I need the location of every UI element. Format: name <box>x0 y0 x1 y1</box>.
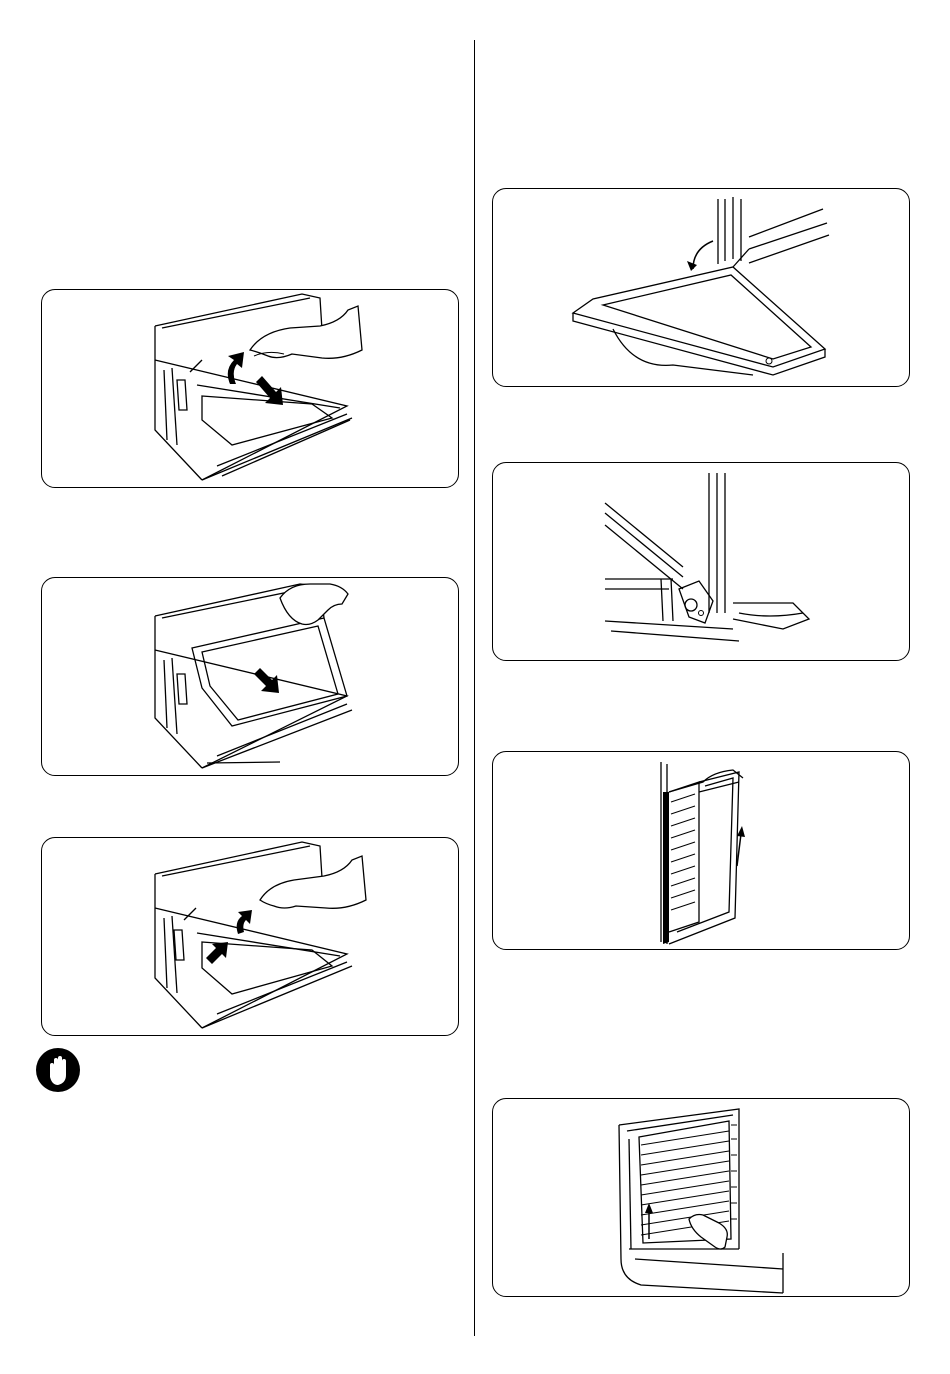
side-rack-removal-illustration <box>493 1099 909 1296</box>
door-glass-slide-illustration <box>42 578 458 775</box>
arrow-up-icon <box>737 826 745 866</box>
door-hinge-illustration <box>493 463 909 660</box>
door-glass-lift-illustration <box>42 290 458 487</box>
figure-door-lift-off <box>492 751 910 950</box>
column-divider <box>474 40 475 1336</box>
figure-door-glass-reinsert <box>41 837 459 1036</box>
figure-door-glass-slide <box>41 577 459 776</box>
hand-icon <box>280 584 348 625</box>
hand-icon <box>250 306 362 358</box>
door-glass-reinsert-illustration <box>42 838 458 1035</box>
door-lift-off-illustration <box>493 752 909 949</box>
figure-oven-door-open <box>492 188 910 387</box>
hand-icon <box>260 856 366 908</box>
hand-icon <box>689 1215 727 1250</box>
figure-door-glass-lift <box>41 289 459 488</box>
arrow-left-icon <box>206 942 228 964</box>
figure-door-hinge <box>492 462 910 661</box>
arrow-down-icon <box>254 668 279 693</box>
hinge-pin-icon <box>685 599 697 611</box>
oven-door-open-illustration <box>493 189 909 386</box>
hand-stop-icon <box>35 1047 81 1093</box>
figure-side-rack-removal <box>492 1098 910 1297</box>
